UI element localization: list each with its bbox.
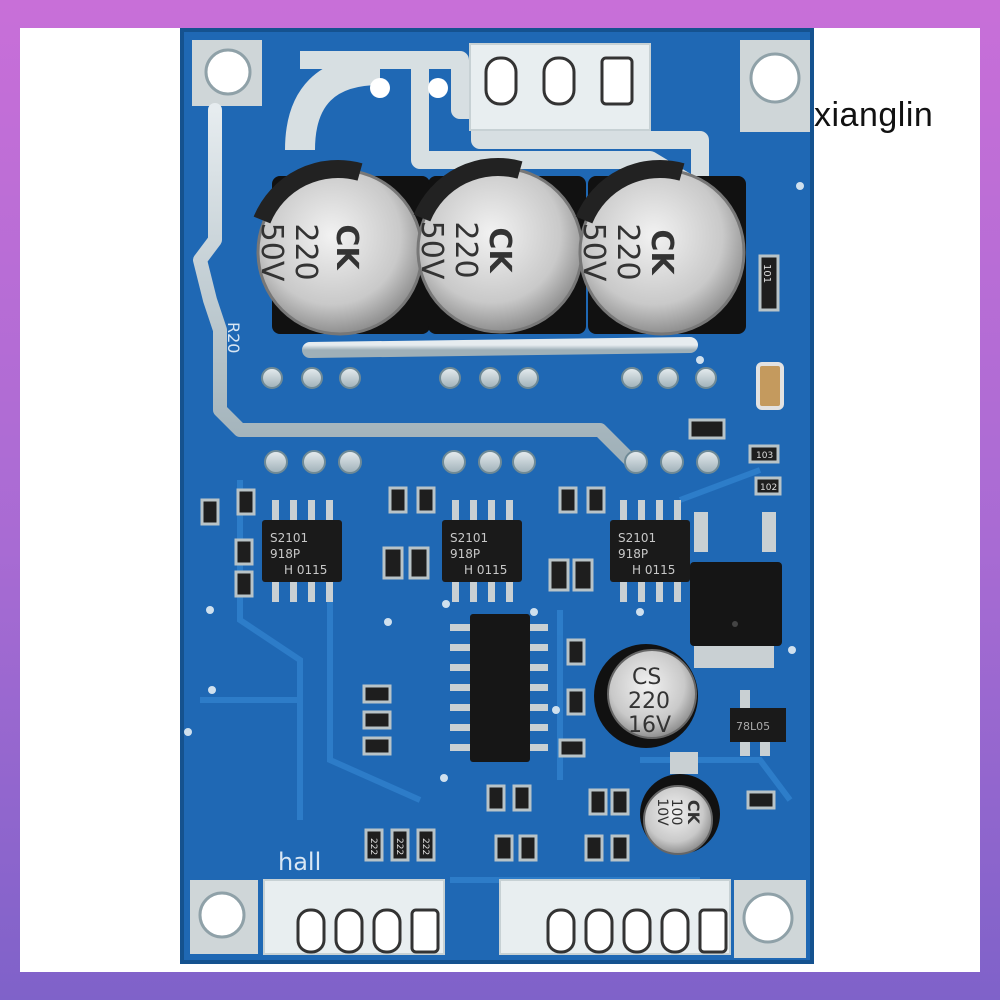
svg-text:220: 220: [448, 221, 483, 278]
cap2-line1: CK: [482, 227, 517, 274]
chip3-line1: S2101: [618, 531, 656, 545]
watermark-text: xianglin: [814, 96, 934, 134]
cap1-line1: CK: [329, 224, 364, 271]
r20-label: R20: [224, 322, 243, 353]
dpak-transistor: [690, 512, 782, 668]
ck-cap-line3: 10V: [654, 798, 670, 826]
chip2-line2: 918P: [450, 547, 480, 561]
capacitor-ck-small: CK 100 10V: [640, 752, 720, 855]
solder-joints: [261, 367, 720, 474]
svg-text:50V: 50V: [414, 221, 449, 280]
svg-text:220: 220: [610, 223, 645, 280]
image-canvas: R20 CK 220 50V CK 220: [20, 28, 980, 972]
resistor-222-b: 222: [394, 838, 404, 855]
resistor-103: 103: [756, 451, 773, 461]
cs-cap-line3: 16V: [628, 713, 671, 738]
mounting-holes: [190, 40, 810, 958]
svg-text:50V: 50V: [576, 223, 611, 282]
ck-cap-line2: 100: [668, 799, 684, 826]
chip1-line3: H 0115: [284, 563, 327, 577]
shunt-wire: [193, 103, 637, 467]
hall-label: hall: [278, 848, 321, 876]
ck-cap-line1: CK: [684, 800, 703, 825]
controller-ic: [450, 614, 548, 762]
cap1-line2: 220: [288, 223, 323, 280]
chip2-line3: H 0115: [464, 563, 507, 577]
chip1-line1: S2101: [270, 531, 308, 545]
resistor-222-c: 222: [420, 838, 430, 855]
hall-connector: [263, 879, 445, 955]
regulator-label: 78L05: [736, 720, 770, 733]
smd-resistors: 222 222 222 101 103 102: [200, 254, 784, 862]
svg-text:CK: CK: [644, 229, 679, 276]
cap2-line3: 50V: [414, 221, 449, 280]
chip3-line3: H 0115: [632, 563, 675, 577]
driver-chips: S2101 918P H 0115 S2101 918P H 0115 S210…: [262, 500, 690, 602]
cap3-line3: 50V: [576, 223, 611, 282]
regulator-78l05: 78L05: [730, 690, 786, 756]
cs-cap-line1: CS: [632, 665, 661, 690]
resistor-222-a: 222: [368, 838, 378, 855]
svg-text:CK: CK: [329, 224, 364, 271]
control-connector: [499, 879, 731, 955]
cap2-line2: 220: [448, 221, 483, 278]
svg-text:CK: CK: [482, 227, 517, 274]
chip2-line1: S2101: [450, 531, 488, 545]
vias: [184, 182, 804, 782]
resistor-102: 102: [760, 483, 777, 493]
chip3-line2: 918P: [618, 547, 648, 561]
svg-text:220: 220: [288, 223, 323, 280]
pcb-illustration: R20 CK 220 50V CK 220: [180, 28, 814, 964]
capacitor-cs: CS 220 16V: [594, 644, 698, 748]
cs-cap-line2: 220: [628, 689, 670, 714]
chip1-line2: 918P: [270, 547, 300, 561]
cap1-line3: 50V: [254, 223, 289, 282]
large-capacitors: CK 220 50V CK 220 50V: [253, 157, 746, 336]
cap3-line2: 220: [610, 223, 645, 280]
cap3-line1: CK: [644, 229, 679, 276]
svg-text:50V: 50V: [254, 223, 289, 282]
resistor-101: 101: [761, 264, 772, 283]
